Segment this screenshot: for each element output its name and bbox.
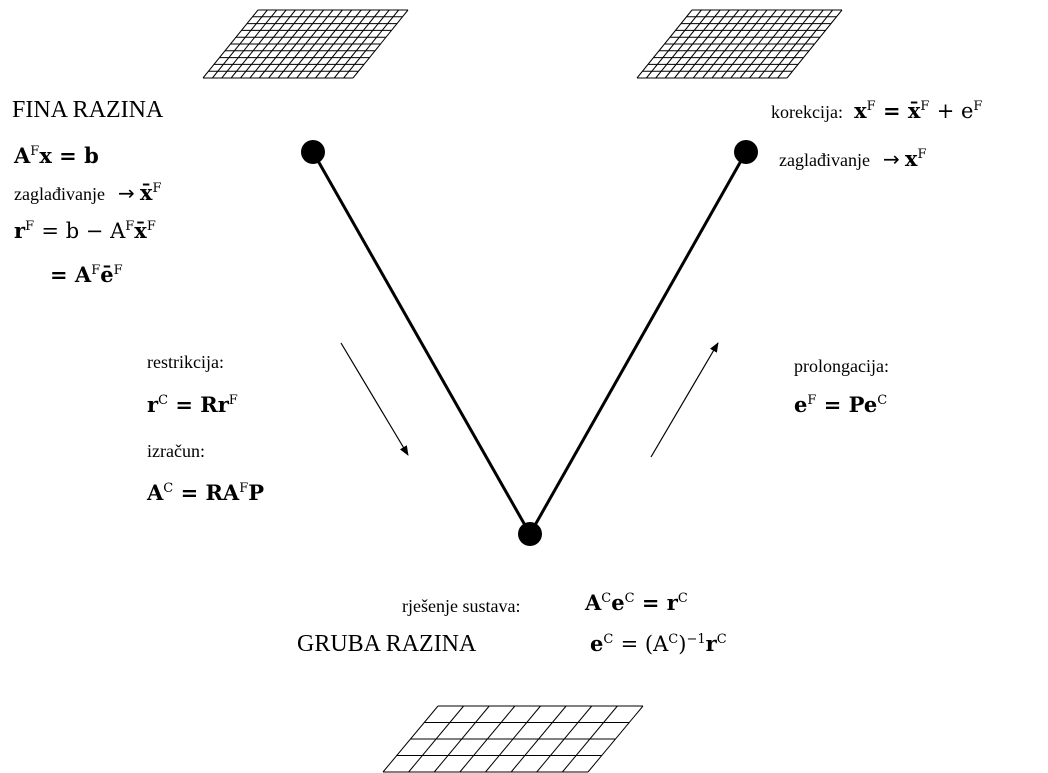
restriction-label: restrikcija:: [147, 352, 224, 372]
pre-smoothing-arrow-icon: →: [118, 181, 135, 205]
fine-level-node-right: [734, 140, 758, 164]
prolongation-equation: eF = PeC: [794, 392, 888, 417]
fine-grid-left-icon: [202, 9, 409, 79]
fine-level-title: FINA RAZINA: [12, 97, 164, 123]
post-smoothing-label: zaglađivanje: [779, 150, 870, 170]
coarse-solve-label: rješenje sustava:: [402, 596, 521, 616]
v-cycle-right-edge: [528, 151, 748, 535]
v-cycle-left-edge: [311, 151, 532, 535]
residual-equation: rF = b − AFx̄F: [14, 218, 156, 243]
computation-label: izračun:: [147, 441, 205, 461]
coarse-grid-icon: [382, 705, 644, 773]
coarse-solution-equation: eC = (AC)−1rC: [590, 631, 727, 656]
pre-smoothing-label: zaglađivanje: [14, 184, 105, 204]
coarse-system-equation: ACeC = rC: [585, 590, 688, 615]
correction-label: korekcija:: [771, 102, 843, 122]
coarse-level-node: [518, 522, 542, 546]
coarse-operator-equation: AC = RAFP: [147, 480, 265, 505]
pre-smoothing-line: zaglađivanje → x̄F: [14, 180, 162, 205]
prolongation-arrow-icon: [650, 342, 719, 458]
coarse-level-title: GRUBA RAZINA: [297, 631, 477, 657]
post-smoothing-line: zaglađivanje → xF: [779, 146, 927, 171]
correction-line: korekcija: xF = x̄F + eF: [771, 98, 983, 123]
restriction-arrow-icon: [340, 342, 409, 456]
residual-error-equation: = AFēF: [50, 262, 123, 287]
post-smoothing-arrow-icon: →: [883, 147, 900, 171]
restriction-equation: rC = RrF: [147, 392, 238, 417]
fine-system-equation: AFx = b: [14, 143, 99, 168]
fine-grid-right-icon: [636, 9, 843, 79]
prolongation-label: prolongacija:: [794, 356, 889, 376]
fine-level-node-left: [301, 140, 325, 164]
